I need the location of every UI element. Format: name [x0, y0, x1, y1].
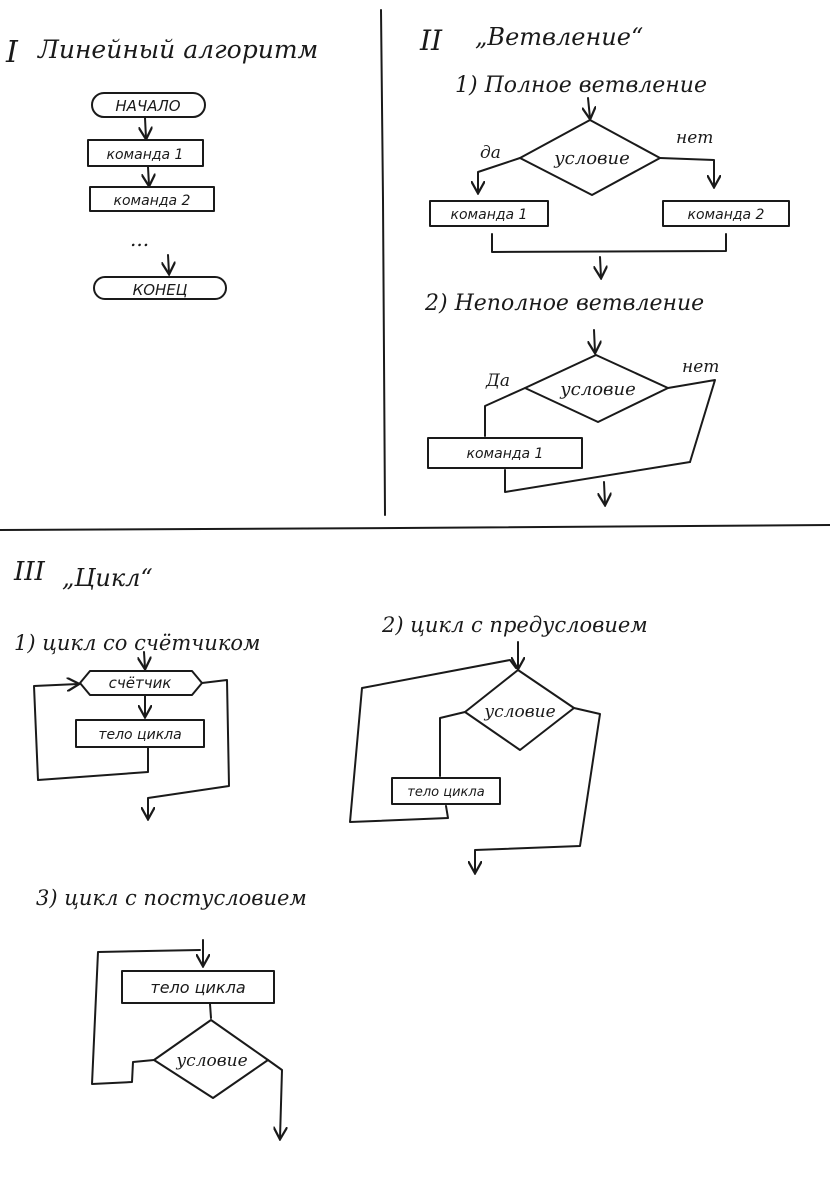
end-terminator: [93, 276, 227, 300]
command2-label: команда 2: [688, 207, 765, 223]
flow-arrow: [604, 481, 605, 504]
condition-label: условие: [553, 148, 630, 169]
command1-box: [429, 200, 549, 227]
loop-exit-line: [267, 1059, 282, 1138]
command2-box: [89, 186, 215, 212]
command1-label: команда 1: [467, 446, 544, 462]
flow-arrow: [168, 254, 169, 273]
vertical-divider: [380, 9, 386, 516]
section-title: „Ветвление“: [475, 23, 643, 51]
end-label: КОНЕЦ: [133, 281, 188, 299]
section-title: „Цикл“: [62, 564, 153, 592]
loop-body-box: [75, 719, 205, 748]
command1-box: [427, 437, 583, 469]
partial-branching-title: 2) Неполное ветвление: [424, 291, 704, 316]
loop-exit-line: [475, 707, 601, 872]
flow-arrow: [148, 166, 149, 185]
loop-back-line: [349, 659, 517, 823]
start-terminator: [91, 92, 206, 118]
horizontal-divider: [0, 524, 830, 531]
command2-box: [662, 200, 790, 227]
section-loop: III „Цикл“ 1) цикл со счётчиком счётчик …: [13, 557, 648, 1138]
loop-back-line: [91, 949, 201, 1085]
condition-label: условие: [175, 1051, 247, 1071]
flow-arrow: [145, 117, 146, 138]
loop-body-box: [121, 970, 275, 1004]
counter-label: счётчик: [109, 674, 172, 692]
precondition-loop-title: 2) цикл с предусловием: [381, 613, 648, 637]
command1-label: команда 1: [107, 147, 184, 163]
command1-box: [87, 139, 204, 167]
no-label: нет: [682, 357, 719, 377]
yes-label: Да: [485, 371, 510, 391]
postcondition-loop-title: 3) цикл с постусловием: [36, 886, 307, 910]
loop-back-line: [33, 684, 149, 781]
condition-diamond: [524, 354, 669, 423]
flow-line: [209, 1003, 212, 1019]
no-label: нет: [676, 128, 713, 148]
start-label: НАЧАЛО: [115, 97, 180, 115]
condition-diamond: [519, 119, 661, 196]
flow-arrow: [600, 256, 601, 277]
loop-body-box: [391, 777, 501, 805]
flow-arrow: [594, 329, 595, 352]
condition-diamond: [153, 1019, 269, 1099]
section-branching: II „Ветвление“ 1) Полное ветвление услов…: [419, 23, 790, 504]
yes-label: да: [480, 143, 501, 163]
no-branch-line: [667, 379, 716, 463]
loop-body-label: тело цикла: [407, 785, 484, 800]
condition-diamond: [464, 669, 575, 751]
section-numeral: II: [419, 24, 443, 57]
full-branching-title: 1) Полное ветвление: [455, 73, 707, 98]
section-numeral: III: [13, 557, 46, 587]
command1-label: команда 1: [451, 207, 528, 223]
section-title: Линейный алгоритм: [36, 35, 318, 64]
counter-loop-title: 1) цикл со счётчиком: [14, 631, 260, 655]
loop-body-label: тело цикла: [98, 727, 181, 743]
no-branch-line: [659, 157, 714, 186]
loop-exit-line: [148, 679, 230, 818]
true-branch-line: [439, 711, 466, 777]
ellipsis: ...: [130, 227, 149, 251]
merge-line: [504, 461, 691, 493]
flow-arrow: [588, 97, 590, 118]
condition-label: условие: [483, 702, 555, 722]
yes-branch-line: [478, 157, 521, 192]
flow-arrow: [144, 651, 145, 668]
condition-label: условие: [559, 379, 636, 400]
loop-body-label: тело цикла: [150, 978, 245, 997]
command2-label: команда 2: [114, 193, 191, 209]
section-linear: I Линейный алгоритм НАЧАЛО команда 1 ком…: [5, 35, 318, 300]
merge-line: [491, 233, 727, 253]
yes-branch-line: [484, 387, 526, 437]
section-numeral: I: [5, 35, 19, 70]
